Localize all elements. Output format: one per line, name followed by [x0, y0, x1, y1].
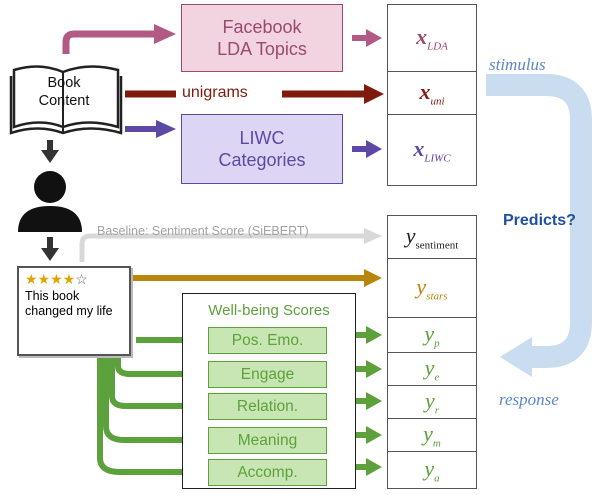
- wellbeing-item-relation: Relation.: [208, 393, 327, 420]
- arrow-unigrams: [125, 84, 384, 104]
- arrow-baseline-sentiment: [79, 228, 382, 262]
- x-lda-box: xLDA: [387, 4, 477, 72]
- y-a-box: ya: [387, 451, 477, 489]
- y-stars-sub: stars: [426, 290, 448, 303]
- x-uni-base: x: [419, 78, 431, 104]
- y-p-sub: p: [434, 337, 440, 350]
- x-lda-base: x: [416, 23, 428, 49]
- predict-flow-arrow: [486, 74, 592, 377]
- arrow-book-to-person: [41, 140, 59, 163]
- arrow-book-to-facebook: [62, 24, 176, 54]
- liwc-line1: LIWC: [239, 128, 285, 148]
- wellbeing-item-engage: Engage: [208, 361, 327, 388]
- wellbeing-item-meaning: Meaning: [208, 427, 327, 454]
- y-e-base: y: [424, 354, 435, 380]
- liwc-line2: Categories: [218, 150, 306, 170]
- y-p-box: yp: [387, 317, 477, 353]
- book-label: Book Content: [28, 74, 100, 110]
- y-sentiment-base: y: [405, 222, 416, 248]
- stimulus-label: stimulus: [489, 55, 546, 74]
- y-r-sub: r: [434, 404, 440, 417]
- open-book-icon: [9, 65, 123, 135]
- x-lda-sub: LDA: [427, 40, 448, 53]
- y-sentiment-box: ysentiment: [387, 215, 477, 259]
- x-uni-sub: uni: [430, 95, 445, 108]
- wellbeing-title: Well-being Scores: [208, 302, 330, 319]
- review-text: This book changed my life: [25, 289, 113, 318]
- y-e-sub: e: [434, 371, 440, 384]
- y-a-base: y: [424, 455, 435, 481]
- x-liwc-base: x: [413, 135, 425, 161]
- unigrams-label: unigrams: [182, 84, 248, 101]
- y-p-base: y: [424, 320, 435, 346]
- y-sentiment-sub: sentiment: [415, 239, 459, 252]
- person-icon: [18, 171, 82, 232]
- wellbeing-scores-box: Well-being Scores Pos. Emo. Engage Relat…: [182, 293, 356, 489]
- stars-filled: ★★★★: [25, 271, 76, 287]
- y-e-box: ye: [387, 352, 477, 386]
- y-a-sub: a: [434, 472, 440, 485]
- y-m-box: ym: [387, 418, 477, 452]
- y-r-box: yr: [387, 385, 477, 419]
- arrows-review-to-wellbeing: [97, 337, 190, 475]
- x-liwc-sub: LIWC: [424, 152, 451, 165]
- baseline-label: Baseline: Sentiment Score (SiEBERT): [97, 224, 309, 238]
- facebook-line1: Facebook: [222, 17, 302, 37]
- arrow-person-to-review: [41, 237, 59, 261]
- review-card: ★★★★☆ This book changed my life: [17, 266, 131, 356]
- star-empty: ☆: [75, 271, 88, 287]
- x-uni-box: xuni: [387, 71, 477, 115]
- y-m-base: y: [423, 420, 433, 446]
- response-label: response: [499, 390, 559, 409]
- book-label-line2: Content: [38, 93, 90, 109]
- facebook-line2: LDA Topics: [217, 39, 307, 59]
- facebook-lda-box: Facebook LDA Topics: [181, 4, 343, 72]
- arrow-liwc-to-xliwc: [352, 140, 382, 158]
- y-m-sub: m: [432, 437, 441, 450]
- y-stars-box: ystars: [387, 258, 477, 318]
- star-rating: ★★★★☆: [25, 271, 123, 287]
- book-label-line1: Book: [47, 75, 81, 91]
- wellbeing-item-pos-emo: Pos. Emo.: [208, 327, 327, 354]
- y-stars-base: y: [416, 273, 427, 299]
- predicts-label: Predicts?: [503, 212, 576, 229]
- liwc-categories-box: LIWC Categories: [181, 114, 343, 184]
- wellbeing-item-accomp: Accomp.: [208, 459, 327, 486]
- arrow-review-to-stars: [132, 269, 382, 287]
- y-r-base: y: [424, 387, 435, 413]
- arrow-book-to-liwc: [125, 120, 176, 138]
- arrow-facebook-to-xlda: [352, 29, 382, 47]
- x-liwc-box: xLIWC: [387, 114, 477, 186]
